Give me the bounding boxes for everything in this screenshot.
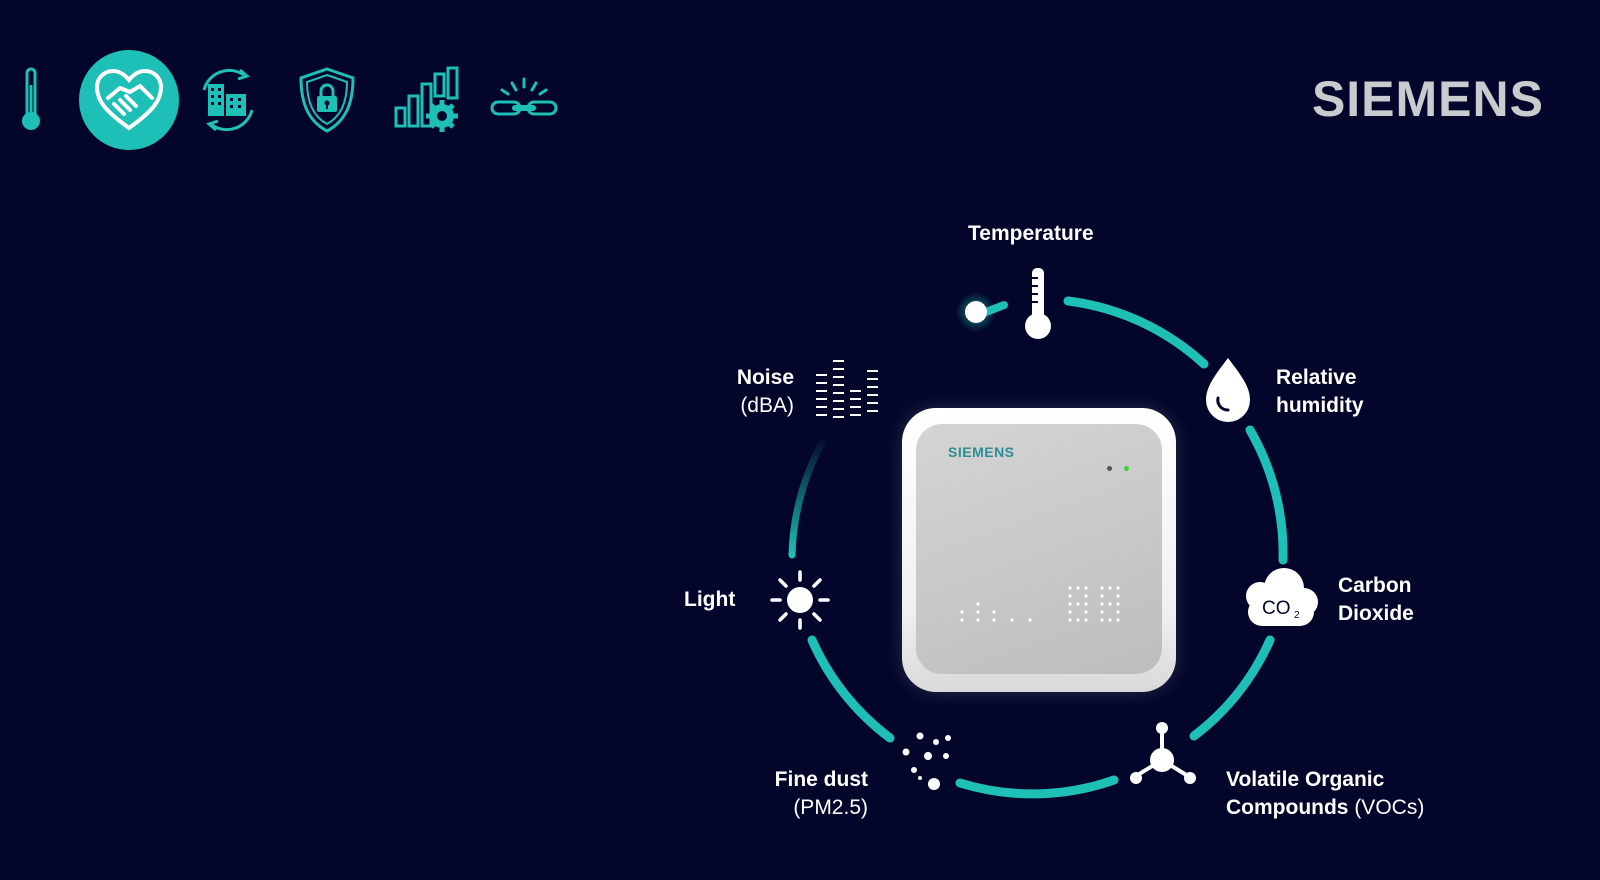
thermometer-icon <box>1025 268 1051 339</box>
equalizer-icon <box>816 360 878 418</box>
building-cycle-icon <box>202 68 254 132</box>
nav-thermometer[interactable] <box>14 50 48 150</box>
water-drop-icon <box>1206 358 1250 422</box>
ring-arc-humidity-co2 <box>1245 425 1288 565</box>
label-noise: Noise (dBA) <box>736 366 794 417</box>
label-fine-dust: Fine dust (PM2.5) <box>774 768 868 819</box>
nav-handshake[interactable] <box>79 50 179 150</box>
ring-start-dot <box>965 301 987 323</box>
svg-text:CO: CO <box>1262 598 1291 619</box>
ring-arc-light-noise <box>788 432 830 559</box>
device-face <box>916 424 1162 674</box>
particles-icon <box>902 732 951 790</box>
ring-arc-temp-humidity <box>1063 296 1209 369</box>
ring-arc-dust-light <box>807 635 895 743</box>
equalizer-bars <box>816 360 878 418</box>
nav-shield-lock[interactable] <box>295 50 359 150</box>
svg-text:2: 2 <box>1294 610 1300 621</box>
chart-gear-icon <box>394 66 459 132</box>
handshake-icon <box>94 68 164 131</box>
label-voc: Volatile Organic Compounds (VOCs) <box>1226 768 1425 819</box>
sensor-device: SIEMENS <box>902 408 1176 692</box>
nav-chart-gear[interactable] <box>392 50 464 150</box>
ring-arc-co2-voc <box>1189 635 1275 741</box>
device-led-gray <box>1107 466 1112 471</box>
sun-icon <box>770 570 830 630</box>
device-led-green <box>1124 466 1129 471</box>
label-light: Light <box>684 588 736 611</box>
shield-lock-icon <box>299 67 355 133</box>
brand-logo: SIEMENS <box>1311 71 1544 127</box>
device-brand-label: SIEMENS <box>948 444 1015 460</box>
nav-chain-link[interactable] <box>490 50 558 150</box>
device-display-dots <box>960 586 1120 622</box>
label-co2: Carbon Dioxide <box>1338 574 1414 625</box>
thermometer-icon <box>22 67 40 130</box>
chain-link-icon <box>490 77 558 116</box>
ring-arc-voc-dust <box>955 775 1119 799</box>
label-humidity: Relative humidity <box>1276 366 1364 417</box>
co2-cloud-icon: CO 2 <box>1246 568 1318 626</box>
molecule-icon <box>1130 722 1196 784</box>
nav-building-cycle[interactable] <box>193 50 263 150</box>
label-temperature: Temperature <box>968 222 1094 245</box>
